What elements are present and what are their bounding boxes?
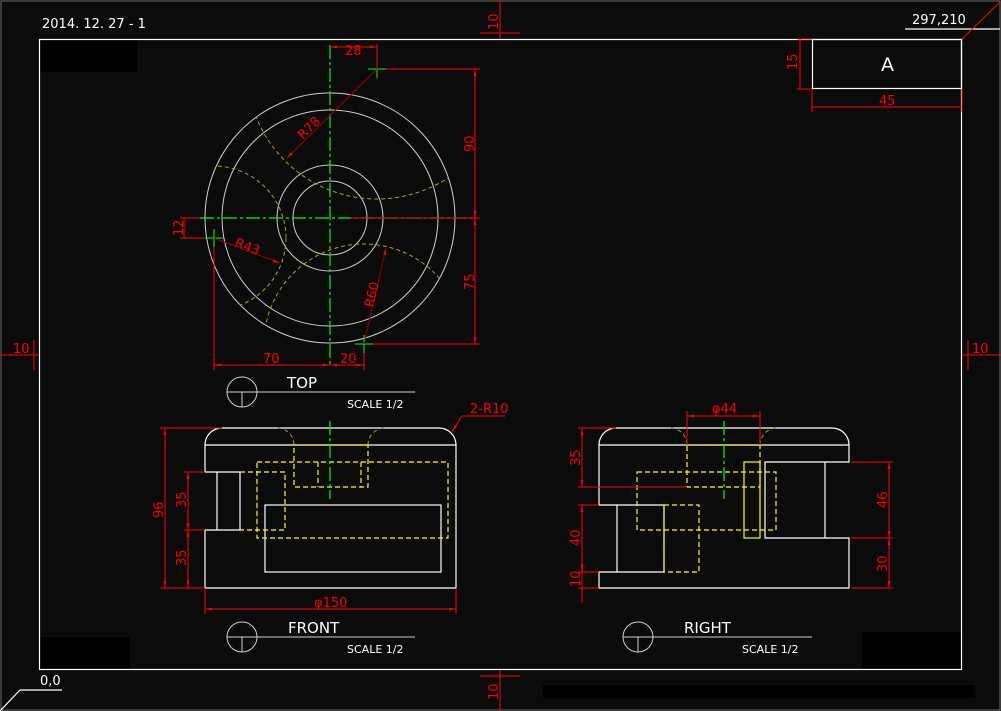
dim-35-lower: 35 bbox=[175, 549, 190, 566]
dim-35: 35 bbox=[569, 449, 584, 466]
dim-70: 70 bbox=[263, 352, 280, 367]
origin-label: 0,0 bbox=[40, 674, 61, 689]
dim-75: 75 bbox=[463, 273, 478, 290]
size-leader bbox=[961, 1, 1001, 40]
view-scale-front: SCALE 1/2 bbox=[347, 643, 403, 656]
view-title-top: TOP bbox=[286, 374, 317, 392]
right-view-label: RIGHT SCALE 1/2 bbox=[622, 619, 812, 656]
dim-12: 12 bbox=[172, 219, 187, 236]
dim-90: 90 bbox=[463, 135, 478, 152]
title-block: A 15 45 bbox=[786, 38, 963, 112]
view-scale-top: SCALE 1/2 bbox=[347, 398, 403, 411]
title-width-dim: 45 bbox=[879, 94, 896, 109]
dim-35-upper: 35 bbox=[175, 491, 190, 508]
dim-r60: R60 bbox=[362, 281, 383, 309]
front-view[interactable]: 96 35 35 φ150 2-R10 bbox=[152, 402, 509, 614]
sheet-size-label: 297,210 bbox=[912, 13, 966, 28]
dim-40: 40 bbox=[569, 529, 584, 546]
dim-r78: R78 bbox=[295, 114, 324, 143]
date-label: 2014. 12. 27 - 1 bbox=[42, 17, 146, 32]
title-height-dim: 15 bbox=[786, 53, 801, 70]
view-title-right: RIGHT bbox=[684, 619, 732, 637]
view-scale-right: SCALE 1/2 bbox=[742, 643, 798, 656]
dim-20: 20 bbox=[340, 352, 357, 367]
hidden-arcs bbox=[205, 93, 455, 343]
margin-top-dim: 10 bbox=[487, 13, 502, 30]
dim-10: 10 bbox=[569, 570, 584, 587]
dim-phi150: φ150 bbox=[314, 596, 347, 611]
top-view-label: TOP SCALE 1/2 bbox=[226, 374, 415, 411]
dim-28: 28 bbox=[345, 44, 362, 59]
margin-left-dim: 10 bbox=[13, 342, 30, 357]
right-view[interactable]: φ44 35 40 10 46 30 bbox=[569, 402, 893, 603]
dim-46: 46 bbox=[876, 491, 891, 508]
dim-2-r10: 2-R10 bbox=[470, 402, 509, 417]
front-view-label: FRONT SCALE 1/2 bbox=[226, 619, 415, 656]
dim-phi44: φ44 bbox=[712, 402, 737, 417]
margin-bottom-dim: 10 bbox=[487, 683, 502, 700]
dim-96: 96 bbox=[152, 501, 167, 518]
dim-r43: R43 bbox=[233, 236, 262, 259]
title-letter: A bbox=[881, 54, 894, 76]
view-title-front: FRONT bbox=[288, 619, 340, 637]
origin-leader bbox=[0, 689, 21, 711]
dim-30: 30 bbox=[876, 555, 891, 572]
top-view[interactable]: 28 90 75 12 70 20 R78 R43 R60 bbox=[142, 0, 507, 444]
margin-right-dim: 10 bbox=[972, 342, 989, 357]
